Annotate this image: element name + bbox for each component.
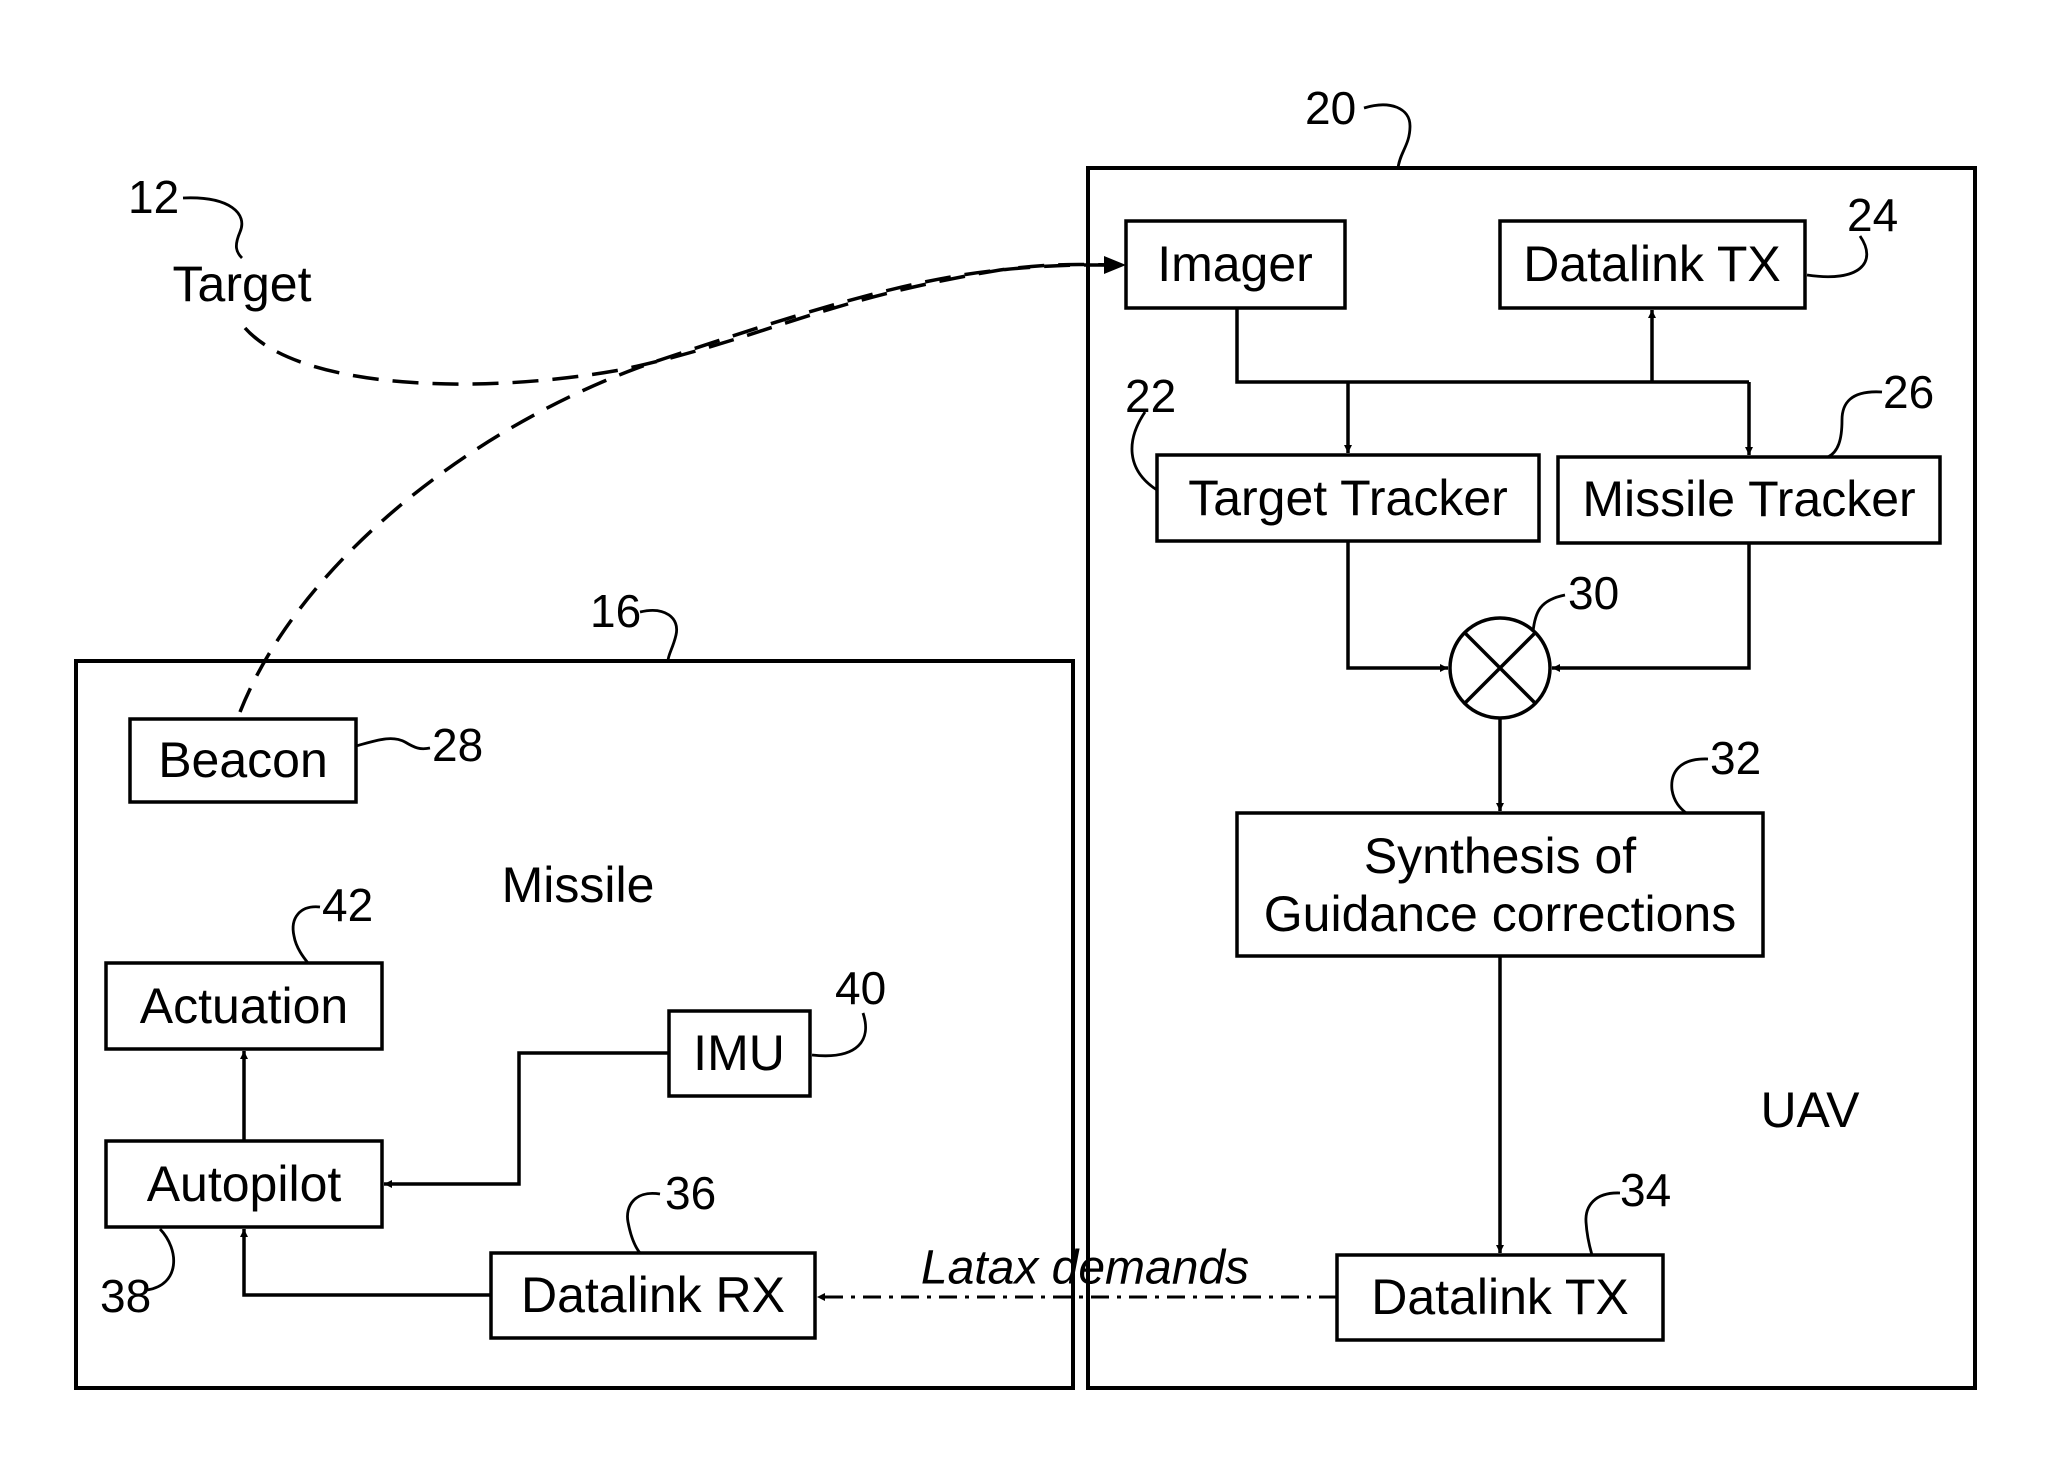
ref-16: 16 — [590, 585, 641, 637]
uav-label: UAV — [1760, 1082, 1860, 1138]
ref-36-leader — [627, 1193, 660, 1253]
ref-12-leader — [183, 198, 242, 258]
arrow-datalink-rx-to-autopilot — [244, 1229, 491, 1295]
arrow-imu-to-autopilot — [384, 1053, 669, 1184]
ref-42-leader — [293, 907, 320, 963]
missile-tracker-block: Missile Tracker — [1558, 457, 1940, 543]
ref-22: 22 — [1125, 370, 1176, 422]
ref-22-leader — [1132, 412, 1157, 490]
ref-30-leader — [1533, 595, 1565, 632]
latax-demands-label: Latax demands — [921, 1242, 1249, 1295]
ref-26-leader — [1828, 392, 1882, 457]
beacon-label: Beacon — [158, 732, 328, 788]
autopilot-label: Autopilot — [147, 1156, 342, 1212]
imu-block: IMU — [669, 1011, 810, 1096]
ref-32-leader — [1672, 759, 1708, 813]
ref-12: 12 — [128, 171, 179, 223]
ref-16-leader — [640, 610, 677, 661]
ref-26: 26 — [1883, 366, 1934, 418]
target-label: Target — [173, 256, 312, 312]
ref-28-leader — [356, 739, 430, 749]
uav-frame — [1088, 168, 1975, 1388]
ref-40-leader — [812, 1013, 866, 1056]
datalink-tx-top-label: Datalink TX — [1523, 236, 1781, 292]
ref-32: 32 — [1710, 732, 1761, 784]
actuation-block: Actuation — [106, 963, 382, 1049]
imager-label: Imager — [1157, 236, 1313, 292]
target-tracker-label: Target Tracker — [1188, 470, 1508, 526]
actuation-label: Actuation — [140, 978, 348, 1034]
ref-38: 38 — [100, 1270, 151, 1322]
ref-34-leader — [1586, 1193, 1620, 1255]
synthesis-label-line2: Guidance corrections — [1264, 886, 1736, 942]
imager-block: Imager — [1126, 221, 1345, 308]
datalink-tx-bottom-block: Datalink TX — [1337, 1255, 1663, 1340]
synthesis-label-line1: Synthesis of — [1364, 828, 1636, 884]
datalink-rx-block: Datalink RX — [491, 1253, 815, 1338]
ref-28: 28 — [432, 719, 483, 771]
ref-24-leader — [1807, 236, 1867, 277]
imu-label: IMU — [693, 1025, 785, 1081]
datalink-tx-top-block: Datalink TX — [1500, 221, 1805, 308]
ref-20: 20 — [1305, 82, 1356, 134]
ref-36: 36 — [665, 1167, 716, 1219]
ref-42: 42 — [322, 879, 373, 931]
datalink-tx-bottom-label: Datalink TX — [1371, 1269, 1629, 1325]
beacon-block: Beacon — [130, 719, 356, 802]
ref-30: 30 — [1568, 567, 1619, 619]
ref-40: 40 — [835, 962, 886, 1014]
ref-24: 24 — [1847, 189, 1898, 241]
ref-34: 34 — [1620, 1164, 1671, 1216]
target-sightline — [245, 264, 1118, 384]
ref-20-leader — [1364, 105, 1410, 168]
datalink-rx-label: Datalink RX — [521, 1267, 785, 1323]
arrow-target-tracker-to-mixer — [1348, 541, 1448, 668]
imager-bus-line — [1237, 308, 1749, 382]
missile-tracker-label: Missile Tracker — [1582, 471, 1915, 527]
autopilot-block: Autopilot — [106, 1141, 382, 1227]
synthesis-block: Synthesis of Guidance corrections — [1237, 813, 1763, 956]
missile-label: Missile — [502, 857, 655, 913]
imager-arrowhead — [1104, 256, 1126, 274]
mixer-node — [1450, 618, 1550, 718]
beacon-sightline — [240, 265, 1118, 712]
target-tracker-block: Target Tracker — [1157, 455, 1539, 541]
